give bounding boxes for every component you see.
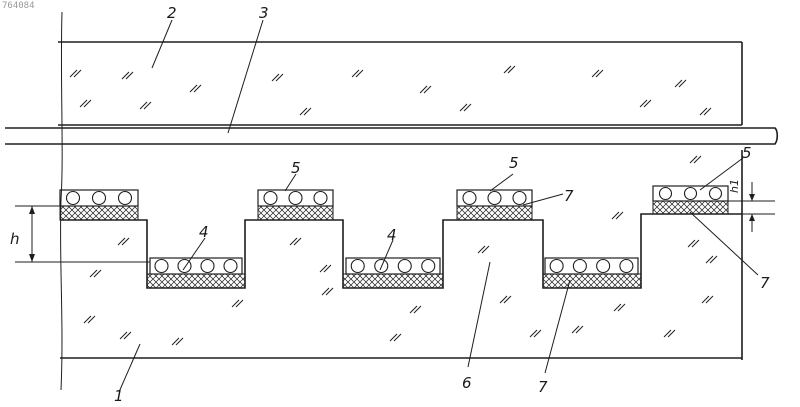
hatch-mark — [80, 100, 91, 107]
watermark-text: 764084 — [2, 1, 35, 11]
label-1: 1 — [114, 387, 124, 405]
pad-raised-2 — [258, 206, 333, 220]
wire-circle — [422, 260, 435, 273]
label-5-right: 5 — [742, 144, 752, 162]
wire-circle — [398, 260, 411, 273]
wire-circle — [513, 192, 526, 205]
label-2: 2 — [167, 4, 177, 22]
hatch-mark — [352, 70, 363, 77]
hatch-mark — [706, 256, 717, 263]
hatch-mark — [70, 70, 81, 77]
hatch-mark — [84, 316, 95, 323]
pad-lower-1 — [147, 274, 245, 288]
pad-lower-3 — [543, 274, 641, 288]
wire-circle — [67, 192, 80, 205]
wire-circle — [573, 260, 586, 273]
label-5-center: 5 — [509, 154, 519, 172]
hatch-mark — [322, 288, 333, 295]
wire-circle — [224, 260, 237, 273]
wire-circle — [351, 260, 364, 273]
top-glass-sheet — [58, 42, 742, 125]
hatch-mark — [702, 296, 713, 303]
hatch-mark — [688, 240, 699, 247]
hatch-mark — [614, 304, 625, 311]
wire-circle — [710, 188, 722, 200]
hatch-mark — [664, 330, 675, 337]
label-4-center: 4 — [387, 226, 397, 244]
wire-circle — [685, 188, 697, 200]
pad-raised-3 — [457, 206, 532, 220]
label-7-upper: 7 — [564, 187, 574, 205]
bottom-glass-sheet — [60, 150, 742, 360]
wire-circle — [463, 192, 476, 205]
hatch-mark — [290, 238, 301, 245]
hatch-mark — [300, 108, 311, 115]
hatch-mark — [90, 270, 101, 277]
wire-strip — [346, 258, 440, 274]
hatch-mark — [612, 212, 623, 219]
wire-circle — [314, 192, 327, 205]
label-7-right: 7 — [760, 274, 770, 292]
wire-circle — [289, 192, 302, 205]
label-5-left: 5 — [291, 159, 301, 177]
hatch-mark — [530, 330, 541, 337]
wire-strip — [653, 186, 728, 201]
wire-strip — [60, 190, 138, 206]
hatch-mark — [172, 338, 183, 345]
wire-circle — [201, 260, 214, 273]
glass-hatching — [70, 66, 717, 345]
hatch-mark — [410, 306, 421, 313]
label-h1: h1 — [728, 179, 741, 193]
hatch-mark — [320, 265, 331, 272]
hatch-mark — [504, 66, 515, 73]
hatch-mark — [675, 80, 686, 87]
hatch-mark — [420, 86, 431, 93]
wire-circle — [660, 188, 672, 200]
hatch-mark — [640, 100, 651, 107]
hatch-mark — [390, 334, 401, 341]
hatch-mark — [120, 332, 131, 339]
label-6: 6 — [462, 374, 472, 392]
hatch-mark — [232, 300, 243, 307]
hatch-mark — [700, 108, 711, 115]
wire-circle — [550, 260, 563, 273]
label-h: h — [10, 230, 20, 248]
wire-circle — [488, 192, 501, 205]
hatch-mark — [572, 326, 583, 333]
hatch-mark — [122, 72, 133, 79]
hatch-mark — [478, 246, 489, 253]
wire-circle — [620, 260, 633, 273]
hatch-mark — [140, 102, 151, 109]
label-3: 3 — [259, 4, 269, 22]
hatch-mark — [190, 85, 201, 92]
pad-lower-2 — [343, 274, 443, 288]
pad-raised-1 — [60, 206, 138, 220]
hatch-mark — [690, 156, 701, 163]
wire-circle — [155, 260, 168, 273]
label-4-left: 4 — [199, 223, 209, 241]
wire-circle — [264, 192, 277, 205]
wire-strip — [258, 190, 333, 206]
wire-strip — [545, 258, 638, 274]
wire-circle — [119, 192, 132, 205]
wire-circle — [597, 260, 610, 273]
hatch-mark — [272, 74, 283, 81]
label-7-bottom: 7 — [538, 378, 548, 396]
wire-strip — [150, 258, 242, 274]
hatch-mark — [118, 238, 129, 245]
wire-circle — [93, 192, 106, 205]
wire-strip — [457, 190, 532, 206]
layer-7-pads — [60, 201, 728, 288]
hatch-mark — [500, 296, 511, 303]
hatch-mark — [460, 104, 471, 111]
hatch-mark — [592, 70, 603, 77]
left-break-line — [61, 12, 63, 390]
interlayer-film — [5, 128, 777, 144]
